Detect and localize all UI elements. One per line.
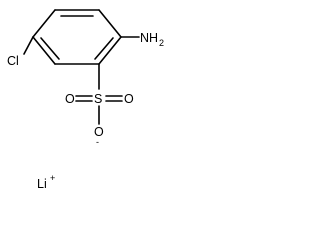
atom-nh-subscript: 2 [159, 38, 164, 48]
atom-o-minus: O [94, 125, 104, 139]
atom-nh: NH [140, 31, 158, 45]
ring-bond-top-left [32, 9, 56, 38]
ring-bond-bottom-left [32, 36, 56, 65]
ring-bond-bottom-right [98, 36, 122, 65]
atom-li-charge: + [50, 173, 55, 183]
ring-bond-top-right [98, 9, 122, 38]
atom-cl: Cl [7, 54, 19, 68]
bond-c-cl [23, 36, 34, 55]
atom-o-left: O [65, 92, 75, 106]
atom-o-minus-charge: - [96, 137, 99, 147]
atom-li: Li [37, 177, 47, 191]
benzene-ring [32, 9, 122, 65]
atom-s: S [94, 92, 102, 106]
ring-bond-bottom-left-inner [40, 37, 60, 60]
ring-bond-bottom-right-inner [94, 37, 114, 60]
atom-o-right: O [124, 92, 134, 106]
structure-diagram: Cl NH 2 S O O O - Li + [7, 9, 164, 191]
